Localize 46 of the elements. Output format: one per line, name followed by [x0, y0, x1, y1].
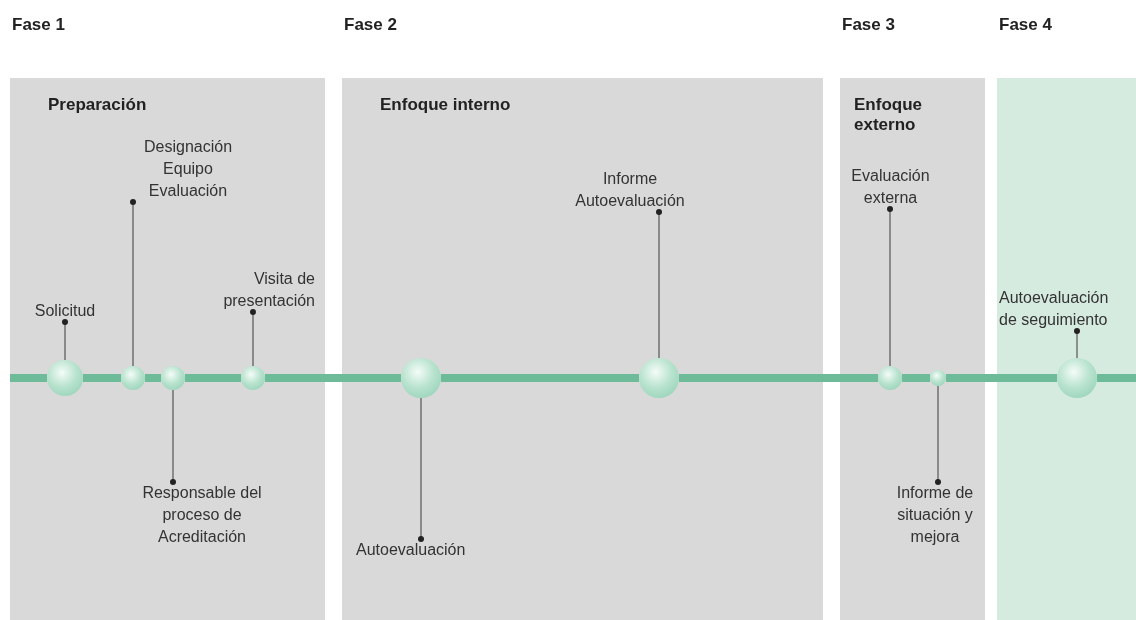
milestone-label: Autoevaluación — [356, 539, 481, 561]
milestone-circle — [47, 360, 83, 396]
leader-line — [170, 389, 176, 485]
milestone-label: Visita de presentación — [200, 268, 315, 312]
leader-line — [418, 397, 424, 542]
leader-line — [935, 385, 941, 485]
phase-heading: Enfoque interno — [380, 95, 512, 115]
leader-line — [62, 319, 68, 361]
phase-heading: Preparación — [48, 95, 148, 115]
timeline-line — [265, 374, 401, 382]
milestone-circle — [878, 366, 902, 390]
phase-label: Fase 4 — [999, 15, 1052, 35]
milestone-label: Informe de situación y mejora — [892, 482, 978, 548]
phase-panel — [997, 15, 1136, 620]
phase-heading: Enfoque externo — [854, 95, 923, 135]
leader-line — [1074, 328, 1080, 359]
milestone-label: Responsable del proceso de Acreditación — [142, 482, 262, 548]
milestone-label: Autoevaluación de seguimiento — [999, 287, 1123, 331]
milestone-circle — [639, 358, 679, 398]
timeline-line — [185, 374, 241, 382]
milestone-circle — [401, 358, 441, 398]
leader-line — [250, 309, 256, 367]
phase-panel — [342, 15, 823, 620]
timeline-line — [902, 374, 930, 382]
milestone-label: Informe Autoevaluación — [555, 168, 705, 212]
milestone-circle — [161, 366, 185, 390]
milestone-circle — [121, 366, 145, 390]
milestone-circle — [241, 366, 265, 390]
milestone-label: Evaluación externa — [843, 165, 938, 209]
phase-label: Fase 2 — [344, 15, 397, 35]
timeline-line — [145, 374, 161, 382]
milestone-circle — [1057, 358, 1097, 398]
phase-label: Fase 1 — [12, 15, 65, 35]
phase-panel — [10, 15, 325, 620]
milestone-label: Designación Equipo Evaluación — [128, 136, 248, 202]
phase-label: Fase 3 — [842, 15, 895, 35]
milestone-label: Solicitud — [22, 300, 108, 322]
timeline-line — [83, 374, 121, 382]
leader-line — [656, 209, 662, 359]
milestone-circle — [930, 370, 946, 386]
timeline-line — [679, 374, 878, 382]
timeline-line — [441, 374, 639, 382]
leader-line — [130, 199, 136, 367]
timeline-line — [946, 374, 1057, 382]
leader-line — [887, 206, 893, 367]
phase-panel — [840, 15, 985, 620]
